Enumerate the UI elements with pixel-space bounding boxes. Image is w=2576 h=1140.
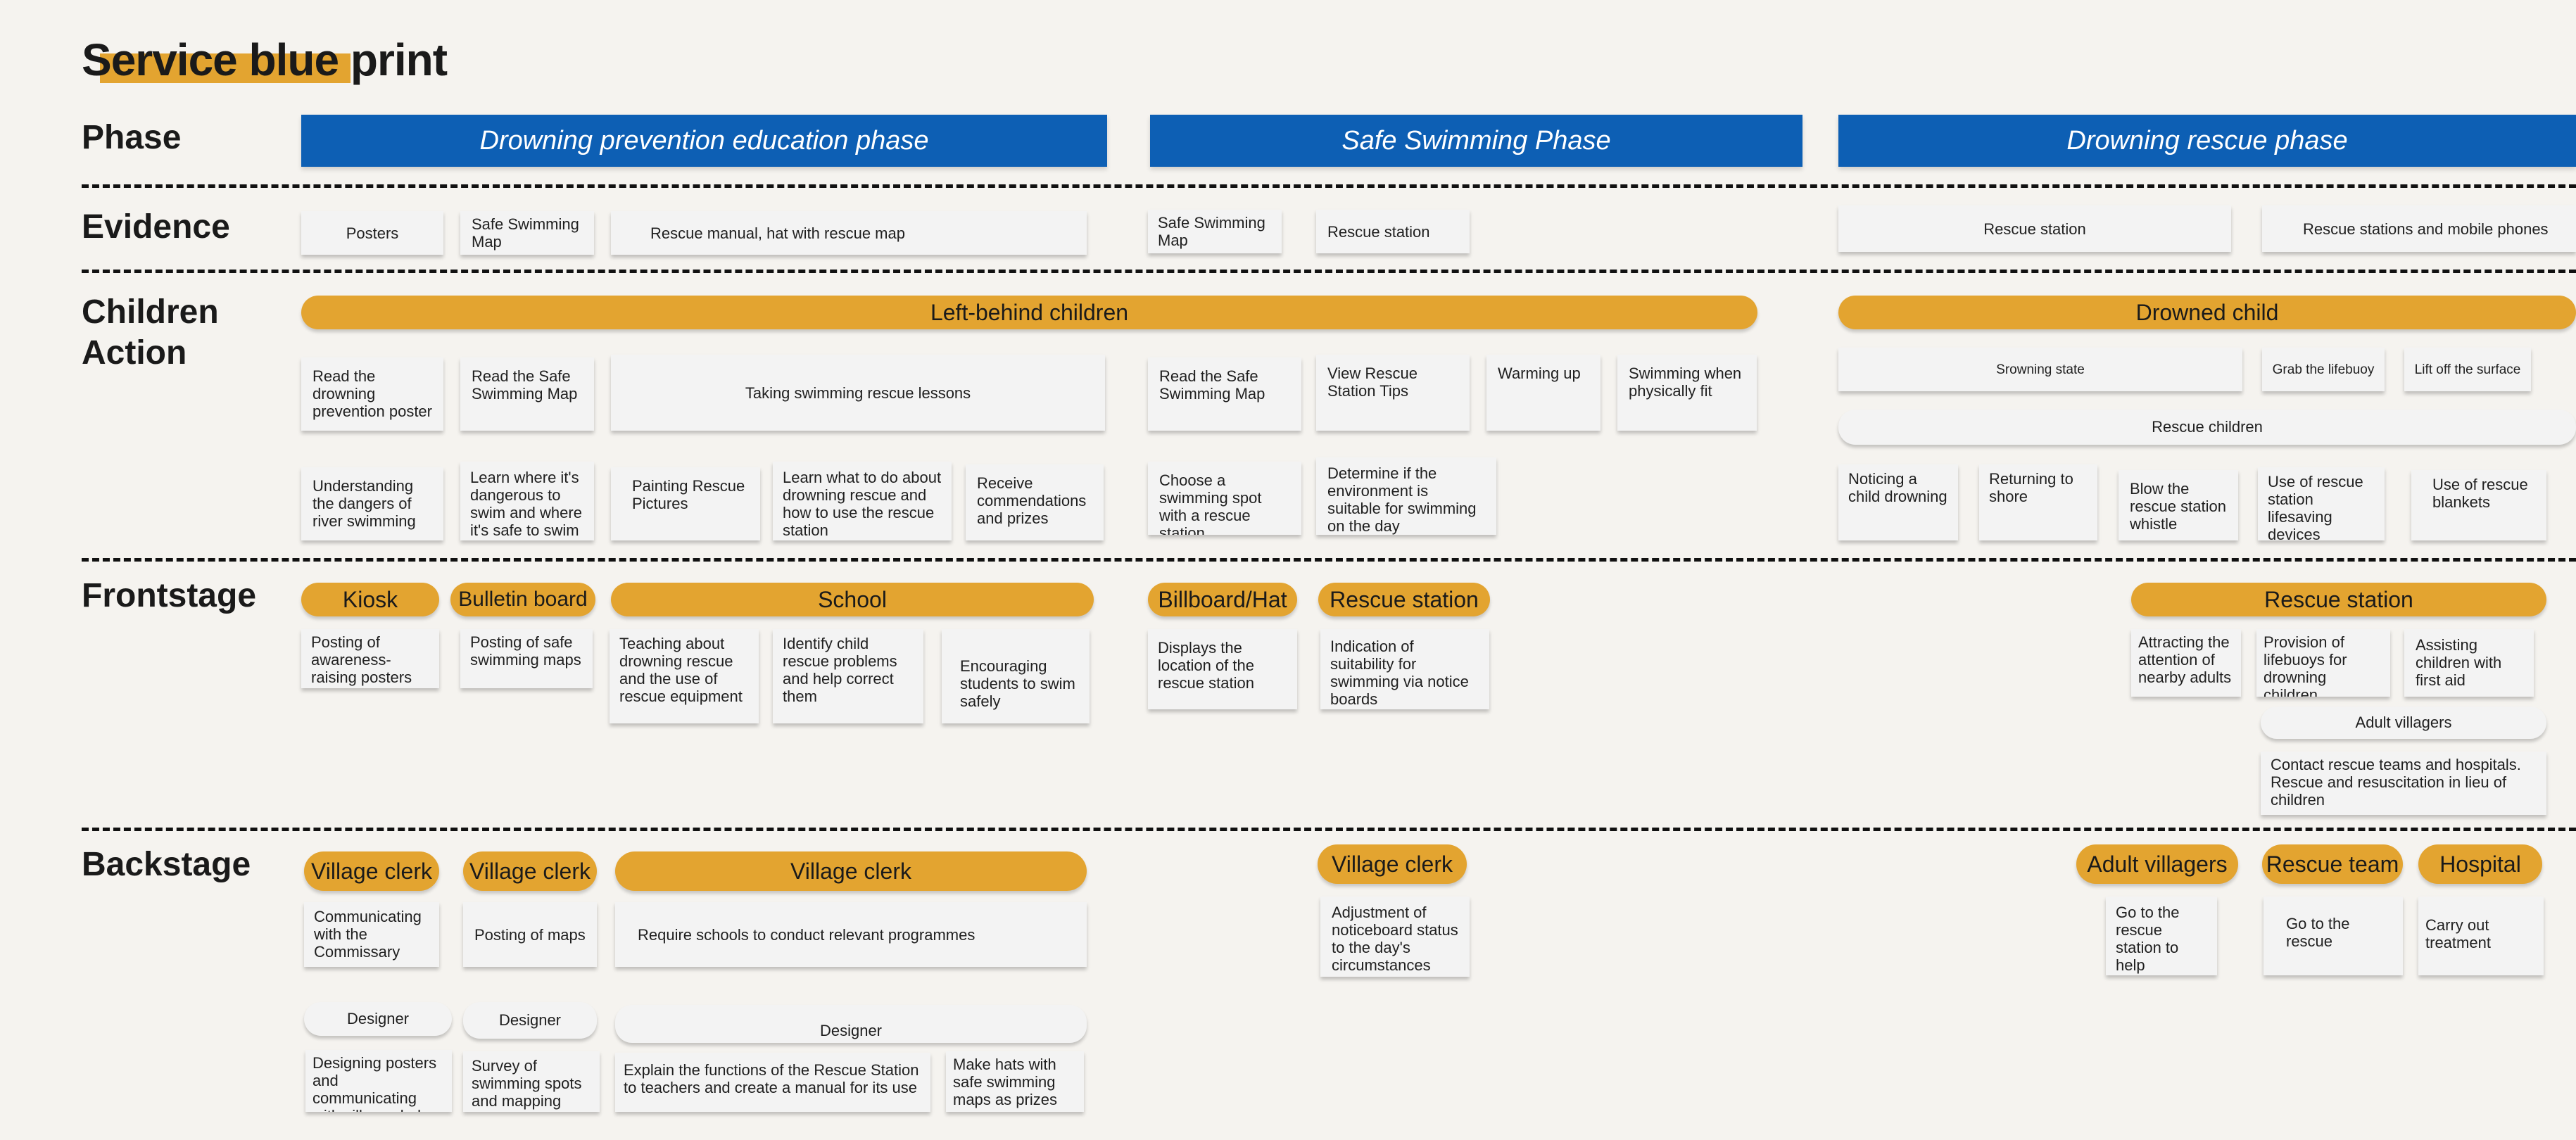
phase-education: Drowning prevention education phase [301, 115, 1107, 167]
frontstage-card: Attracting the attention of nearby adult… [2131, 629, 2241, 697]
actor-designer: Designer [615, 1005, 1087, 1043]
backstage-card: Explain the functions of the Rescue Stat… [615, 1053, 930, 1112]
frontstage-card: Identify child rescue problems and help … [773, 629, 923, 723]
frontstage-card: Provision of lifebuoys for drowning chil… [2256, 629, 2390, 697]
backstage-card: Go to the rescue [2264, 897, 2403, 975]
children-action-card: Learn what to do about drowning rescue a… [773, 462, 952, 540]
frontstage-card: Indication of suitability for swimming v… [1320, 629, 1489, 709]
touchpoint-rescue-station: Rescue station [1318, 583, 1490, 616]
actor-designer: Designer [463, 1002, 597, 1039]
children-action-card: Understanding the dangers of river swimm… [301, 467, 443, 540]
frontstage-card: Displays the location of the rescue stat… [1148, 629, 1297, 709]
row-label-evidence: Evidence [82, 208, 230, 246]
title-highlight [100, 53, 351, 83]
children-action-card: Receive commendations and prizes [966, 464, 1104, 540]
frontstage-card: Contact rescue teams and hospitals. Resc… [2261, 752, 2546, 815]
row-label-children-action: Children Action [82, 293, 219, 372]
children-action-card: Read the Safe Swimming Map [460, 357, 594, 431]
touchpoint-kiosk: Kiosk [301, 583, 439, 616]
children-action-card: Warming up [1486, 355, 1600, 431]
divider-children [82, 558, 2576, 562]
evidence-card: Safe Swimming Map [460, 211, 594, 255]
backstage-card: Designing posters and communicating with… [305, 1050, 452, 1112]
children-action-card: Grab the lifebuoy [2262, 348, 2385, 391]
children-action-card: Srowning state [1838, 348, 2242, 391]
phase-rescue: Drowning rescue phase [1838, 115, 2576, 167]
row-label-phase: Phase [82, 119, 182, 156]
phase-safe-swimming: Safe Swimming Phase [1150, 115, 1802, 167]
evidence-card: Rescue manual, hat with rescue map [611, 211, 1087, 255]
divider-phase [82, 184, 2576, 188]
actor-village-clerk: Village clerk [1318, 844, 1467, 884]
evidence-card: Rescue station [1316, 210, 1470, 253]
row-label-backstage: Backstage [82, 846, 251, 883]
actor-hospital: Hospital [2418, 844, 2542, 884]
backstage-card: Carry out treatment [2418, 897, 2544, 975]
touchpoint-school: School [611, 583, 1094, 616]
actor-village-clerk: Village clerk [615, 851, 1087, 891]
children-action-card: Blow the rescue station whistle [2119, 470, 2238, 540]
children-action-card: Returning to shore [1979, 464, 2097, 540]
children-action-card: Noticing a child drowning [1838, 464, 1958, 540]
frontstage-card: Posting of awareness-raising posters [301, 629, 439, 688]
lane-rescue-children: Rescue children [1838, 410, 2576, 445]
backstage-card: Make hats with safe swimming maps as pri… [946, 1051, 1084, 1112]
evidence-card: Rescue station [1838, 205, 2231, 252]
children-action-card: Read the Safe Swimming Map [1148, 357, 1301, 431]
touchpoint-billboard-hat: Billboard/Hat [1148, 583, 1297, 616]
actor-adult-villagers: Adult villagers [2076, 844, 2238, 884]
actor-village-clerk: Village clerk [463, 851, 597, 891]
backstage-card: Go to the rescue station to help [2106, 897, 2217, 975]
backstage-card: Adjustment of noticeboard status to the … [1320, 897, 1470, 977]
adult-villagers-lane: Adult villagers [2261, 707, 2546, 739]
lane-drowned-child: Drowned child [1838, 296, 2576, 329]
evidence-card: Rescue stations and mobile phones [2262, 205, 2576, 252]
children-action-card: Swimming when physically fit [1617, 355, 1757, 431]
touchpoint-rescue-station-2: Rescue station [2131, 583, 2546, 616]
children-action-card: Read the drowning prevention poster [301, 357, 443, 431]
backstage-card: Survey of swimming spots and mapping [463, 1051, 600, 1112]
evidence-card: Posters [301, 211, 443, 255]
children-action-card: Use of rescue station lifesaving devices [2258, 467, 2385, 540]
frontstage-card: Posting of safe swimming maps [460, 629, 593, 688]
actor-designer: Designer [304, 1002, 452, 1036]
children-action-card: Painting Rescue Pictures [611, 467, 760, 540]
actor-village-clerk: Village clerk [304, 851, 439, 891]
page-title: Service blue print [82, 34, 448, 85]
frontstage-card: Assisting children with first aid [2404, 629, 2534, 697]
evidence-card: Safe Swimming Map [1148, 210, 1282, 253]
children-action-card: Lift off the surface [2404, 348, 2531, 391]
children-action-card: Learn where it's dangerous to swim and w… [460, 462, 594, 540]
children-action-card: Determine if the environment is suitable… [1316, 457, 1496, 535]
actor-rescue-team: Rescue team [2262, 844, 2403, 884]
frontstage-card: Teaching about drowning rescue and the u… [610, 629, 759, 723]
children-action-card: Choose a swimming spot with a rescue sta… [1148, 462, 1301, 535]
children-action-card: Use of rescue blankets [2411, 470, 2546, 540]
children-action-card: View Rescue Station Tips [1316, 355, 1470, 431]
divider-frontstage [82, 828, 2576, 831]
backstage-card: Require schools to conduct relevant prog… [615, 902, 1087, 967]
lane-left-behind-children: Left-behind children [301, 296, 1757, 329]
frontstage-card: Encouraging students to swim safely [942, 629, 1090, 723]
backstage-card: Communicating with the Commissary [304, 902, 439, 967]
divider-evidence [82, 270, 2576, 273]
touchpoint-bulletin-board: Bulletin board [450, 583, 595, 616]
backstage-card: Posting of maps [463, 902, 597, 967]
children-action-card: Taking swimming rescue lessons [611, 355, 1105, 431]
row-label-frontstage: Frontstage [82, 577, 257, 614]
